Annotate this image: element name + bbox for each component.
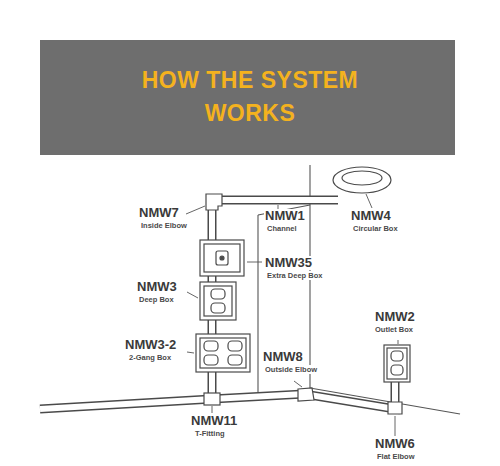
part-number: NMW11 bbox=[190, 414, 238, 428]
part-name: Extra Deep Box bbox=[266, 271, 323, 280]
title: HOW THE SYSTEM WORKS bbox=[130, 64, 370, 130]
title-band bbox=[40, 40, 455, 155]
part-name: Circular Box bbox=[352, 224, 399, 233]
part-name: 2-Gang Box bbox=[128, 353, 172, 362]
part-number: NMW1 bbox=[264, 209, 306, 223]
part-name: Deep Box bbox=[138, 295, 175, 304]
part-name: Outside Elbow bbox=[264, 365, 318, 374]
part-name: Flat Elbow bbox=[376, 452, 416, 461]
part-name: T-Fitting bbox=[194, 429, 226, 438]
part-number: NMW6 bbox=[374, 437, 416, 451]
part-number: NMW3 bbox=[136, 280, 178, 294]
part-name: Inside Elbow bbox=[140, 221, 188, 230]
part-number: NMW3-2 bbox=[124, 338, 177, 352]
part-number: NMW8 bbox=[262, 350, 304, 364]
part-number: NMW4 bbox=[350, 209, 392, 223]
part-number: NMW35 bbox=[264, 256, 313, 270]
part-name: Outlet Box bbox=[374, 325, 414, 334]
part-number: NMW7 bbox=[138, 206, 180, 220]
part-name: Channel bbox=[266, 224, 298, 233]
part-number: NMW2 bbox=[374, 310, 416, 324]
